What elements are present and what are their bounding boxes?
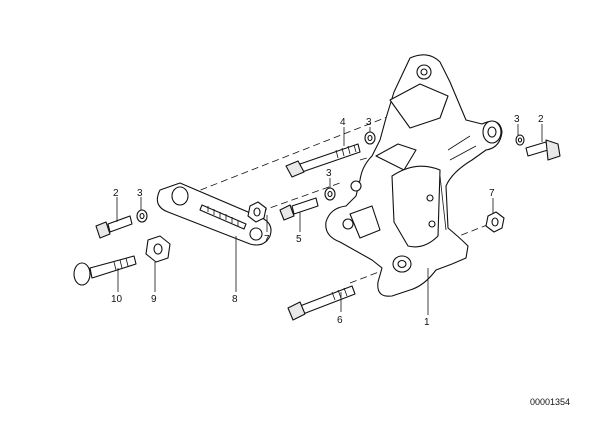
nut-7-right bbox=[485, 211, 505, 233]
washer-top bbox=[364, 131, 376, 145]
main-bracket bbox=[325, 54, 503, 297]
callout-3-mid: 3 bbox=[326, 168, 332, 179]
nut-7-mid bbox=[247, 201, 267, 223]
bolt-5 bbox=[279, 197, 319, 221]
washer-right bbox=[515, 134, 525, 146]
slotted-adjusting-strap bbox=[156, 182, 272, 246]
callout-4: 4 bbox=[340, 117, 346, 128]
short-bolt-right bbox=[525, 139, 561, 161]
short-bolt-left bbox=[95, 215, 133, 239]
callout-9: 9 bbox=[151, 294, 157, 305]
callout-2-right: 2 bbox=[538, 114, 544, 125]
document-id: 00001354 bbox=[530, 397, 570, 407]
long-bolt-bottom bbox=[287, 285, 356, 321]
callout-2-left: 2 bbox=[113, 188, 119, 199]
carriage-bolt bbox=[73, 255, 137, 286]
callout-7-mid: 7 bbox=[264, 234, 270, 245]
callout-leaders bbox=[116, 124, 543, 315]
long-bolt-top bbox=[285, 143, 361, 178]
washer-left bbox=[136, 209, 148, 223]
callout-6: 6 bbox=[337, 315, 343, 326]
callout-3-right: 3 bbox=[514, 114, 520, 125]
callout-3-top: 3 bbox=[366, 117, 372, 128]
callout-8: 8 bbox=[232, 294, 238, 305]
callout-1: 1 bbox=[424, 317, 430, 328]
callout-7-right: 7 bbox=[489, 188, 495, 199]
callout-10: 10 bbox=[111, 294, 123, 305]
callout-3-left: 3 bbox=[137, 188, 143, 199]
washer-mid bbox=[324, 187, 336, 201]
callout-labels: 2 3 10 9 8 7 5 3 4 3 6 1 7 3 2 bbox=[111, 114, 544, 328]
hex-nut-9 bbox=[145, 235, 171, 263]
callout-5: 5 bbox=[296, 234, 302, 245]
